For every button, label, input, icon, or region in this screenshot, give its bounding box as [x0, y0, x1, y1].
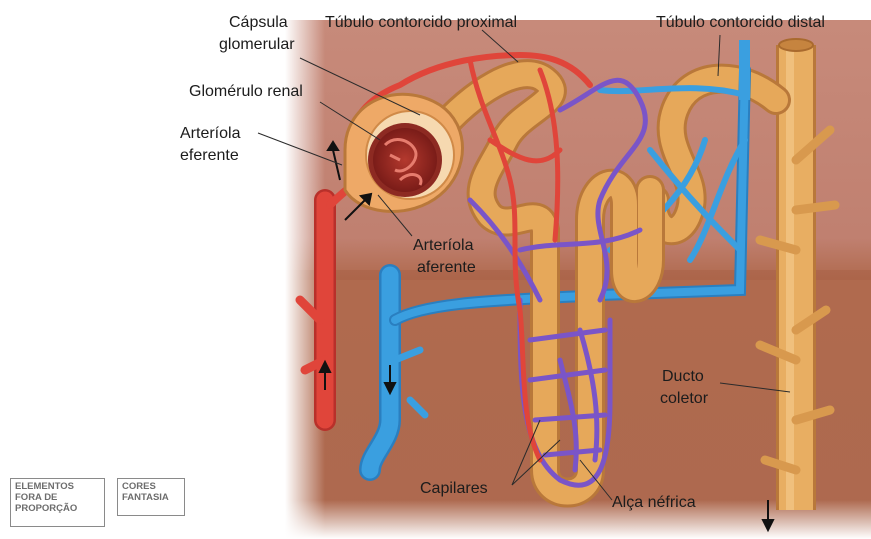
label-collecting-duct-line2: coletor — [660, 389, 708, 408]
badge-not-to-scale-line1: ELEMENTOS — [15, 481, 100, 492]
label-efferent-line2: eferente — [180, 146, 239, 165]
badge-not-to-scale-line3: PROPORÇÃO — [15, 503, 100, 514]
label-efferent-line1: Arteríola — [180, 124, 240, 143]
label-proximal-tubule: Túbulo contorcido proximal — [325, 13, 517, 32]
badge-false-colors-line1: CORES — [122, 481, 180, 492]
badge-false-colors: CORES FANTASIA — [117, 478, 185, 516]
label-glomerulus: Glomérulo renal — [189, 82, 303, 101]
glomerulus — [373, 128, 437, 192]
badge-not-to-scale: ELEMENTOS FORA DE PROPORÇÃO — [10, 478, 105, 527]
badge-false-colors-line2: FANTASIA — [122, 492, 180, 503]
label-capsula-line2: glomerular — [219, 35, 295, 54]
label-loop: Alça néfrica — [612, 493, 696, 512]
label-capsula-line1: Cápsula — [229, 13, 288, 32]
label-afferent-line1: Arteríola — [413, 236, 473, 255]
label-collecting-duct-line1: Ducto — [662, 367, 704, 386]
badge-not-to-scale-line2: FORA DE — [15, 492, 100, 503]
label-afferent-line2: aferente — [417, 258, 476, 277]
label-capillaries: Capilares — [420, 479, 488, 498]
label-distal-tubule: Túbulo contorcido distal — [656, 13, 825, 32]
